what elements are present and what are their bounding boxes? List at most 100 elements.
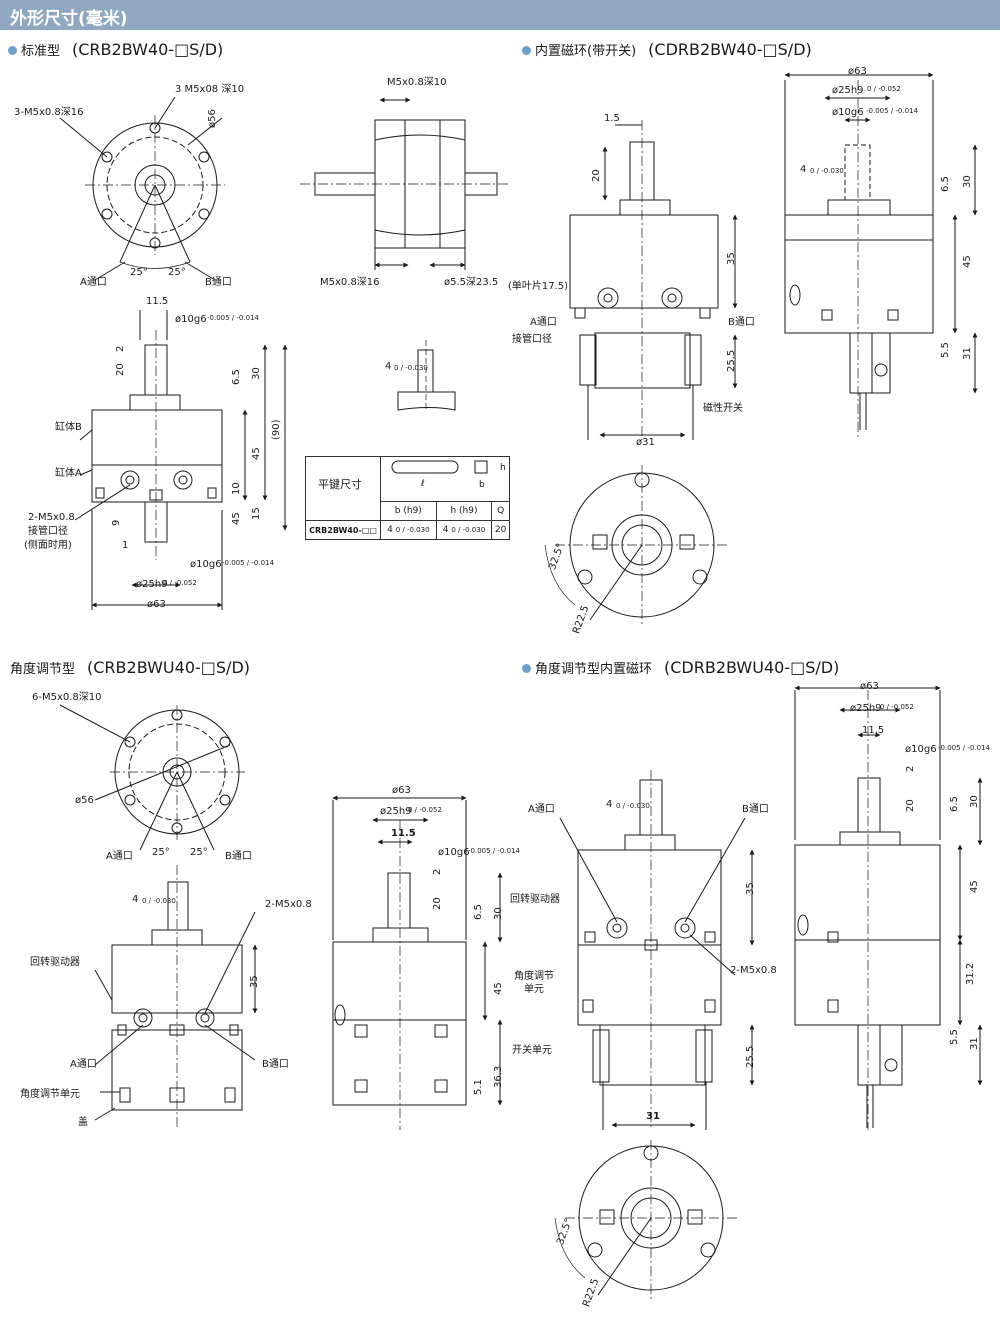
- label-mag-switch: 磁性开关: [703, 403, 743, 414]
- key-header-b: b (h9): [380, 501, 437, 521]
- model-code: (CRB2BWU40-□S/D): [87, 658, 250, 677]
- key-header-h: h (h9): [435, 501, 493, 521]
- dim-31-am: 31: [646, 1111, 660, 1122]
- tol-d25h9-angle: 0 / -0.052: [408, 806, 442, 814]
- dim-10: 10: [231, 482, 242, 495]
- label-port-b-am: B通口: [742, 804, 769, 815]
- key-row-label: CRB2BW40-□□: [305, 520, 381, 540]
- dim-45b: 45: [231, 512, 242, 525]
- dim-45-magnet: 45: [962, 255, 973, 268]
- dim-d31: ø31: [636, 437, 655, 448]
- dim-d10g6-bottom: ø10g6: [190, 559, 222, 570]
- dim-31-magnet: 31: [962, 347, 973, 360]
- dim-key-4: 4: [385, 361, 392, 372]
- dim-d25h9-angle: ø25h9: [380, 806, 412, 817]
- dim-25-5-am: 25.5: [745, 1045, 756, 1068]
- key-table: b (h9) h (h9) Q CRB2BW40-□□ 4 0 / -0.030…: [305, 456, 510, 540]
- label-single-vane: (单叶片17.5): [508, 281, 569, 292]
- label-side-use: (侧面时用): [24, 540, 72, 551]
- key-header-q: Q: [491, 501, 510, 521]
- label-cyl-a: 缸体A: [55, 468, 82, 479]
- dim-31-am-side: 31: [969, 1037, 980, 1050]
- label-cover: 盖: [78, 1117, 88, 1128]
- label-angle-unit: 角度调节单元: [20, 1089, 80, 1100]
- dim-35-am: 35: [745, 882, 756, 895]
- label-angle-25-left: 25°: [130, 267, 148, 278]
- magnet-front-view: [569, 120, 738, 440]
- dim-key-4-am: 4: [606, 799, 613, 810]
- label-6-m5: 6-M5x0.8深10: [32, 692, 102, 703]
- section-label: 角度调节型: [10, 662, 76, 677]
- label-pipe-port: 接管口径: [28, 526, 68, 537]
- dim-d25h9: ø25h9: [136, 579, 168, 590]
- label-2-m5-angle: 2-M5x0.8: [265, 899, 312, 910]
- section-angle: 角度调节型 (CRB2BWU40-□S/D): [10, 658, 250, 677]
- dim-2-angle: 2: [432, 868, 443, 875]
- tol-d10g6-angle: -0.005 / -0.014: [468, 847, 520, 855]
- tol-d10g6-am: -0.005 / -0.014: [938, 744, 990, 752]
- label-port-a: A通口: [80, 277, 107, 288]
- tol-key: 0 / -0.030: [394, 364, 428, 372]
- bullet-icon: [522, 664, 531, 673]
- dim-d63: ø63: [147, 599, 166, 610]
- page-title: 外形尺寸(毫米): [10, 9, 128, 29]
- dim-11-5: 11.5: [146, 296, 169, 307]
- dim-45-angle: 45: [493, 982, 504, 995]
- standard-top-view: [59, 96, 225, 281]
- angle-top-view: [59, 704, 245, 851]
- key-tol-h: 0 / -0.030: [451, 526, 486, 534]
- dim-20-angle: 20: [432, 897, 443, 910]
- dim-25-5: 25.5: [726, 349, 737, 372]
- dim-20-magnet: 20: [591, 169, 602, 182]
- key-value-q: 20: [491, 520, 510, 540]
- section-label: 内置磁环(带开关): [535, 44, 637, 59]
- dim-11-5-angle: 11.5: [391, 828, 416, 839]
- key-tol-b: 0 / -0.030: [395, 526, 430, 534]
- dim-36-3: 36.3: [493, 1065, 504, 1088]
- magnet-bottom-view: [544, 465, 730, 625]
- dim-9: 9: [111, 519, 122, 526]
- dim-2: 2: [115, 345, 126, 352]
- angle-magnet-bottom-view: [554, 1140, 740, 1300]
- angle-magnet-front-view: [559, 770, 755, 1130]
- label-angle-unit-am-1: 角度调节: [514, 971, 554, 982]
- label-m5-side-bottom: M5x0.8深16: [320, 277, 380, 288]
- dim-1: 1: [122, 540, 129, 551]
- label-m5-top: 3 M5x08 深10: [175, 84, 245, 95]
- dim-d10g6: ø10g6: [175, 314, 207, 325]
- dim-d10g6-am: ø10g6: [905, 744, 937, 755]
- section-standard: 标准型(CRB2BW40-□S/D): [8, 40, 223, 59]
- dim-d56-angle: ø56: [75, 795, 94, 806]
- dim-45: 45: [251, 447, 262, 460]
- tol-d10g6: -0.005 / -0.014: [207, 314, 259, 322]
- dim-30-magnet: 30: [962, 175, 973, 188]
- model-code: (CDRB2BW40-□S/D): [648, 40, 812, 59]
- key-value-b: 4: [387, 525, 393, 535]
- dim-35-angle: 35: [249, 975, 260, 988]
- label-port-a-angle-front: A通口: [70, 1059, 97, 1070]
- label-port-a-am: A通口: [528, 804, 555, 815]
- label-2-m5: 2-M5x0.8: [28, 512, 75, 523]
- label-port-b-magnet: B通口: [728, 317, 755, 328]
- label-port-b-angle-front: B通口: [262, 1059, 289, 1070]
- section-angle-magnet: 角度调节型内置磁环(CDRB2BWU40-□S/D): [522, 658, 839, 677]
- tol-key-am: 0 / -0.030: [616, 802, 650, 810]
- dim-15: 15: [251, 507, 262, 520]
- standard-front-view: [74, 310, 288, 610]
- dim-d25h9-am: ø25h9: [850, 703, 882, 714]
- magnet-side-view: [784, 72, 978, 440]
- dim-6-5-angle: 6.5: [473, 904, 484, 920]
- dim-90: (90): [271, 419, 282, 440]
- label-port-b: B通口: [205, 277, 232, 288]
- key-detail-standard: [391, 340, 488, 474]
- dim-d10g6-magnet: ø10g6: [832, 107, 864, 118]
- label-switch-unit: 开关单元: [512, 1045, 552, 1056]
- label-25-left-angle: 25°: [152, 847, 170, 858]
- model-code: (CRB2BW40-□S/D): [72, 40, 224, 59]
- label-m5-side-top: M5x0.8深10: [387, 77, 447, 88]
- angle-front-view: [94, 865, 258, 1130]
- dim-2-am: 2: [905, 765, 916, 772]
- dim-6-5-magnet: 6.5: [940, 176, 951, 192]
- model-code: (CDRB2BWU40-□S/D): [664, 658, 840, 677]
